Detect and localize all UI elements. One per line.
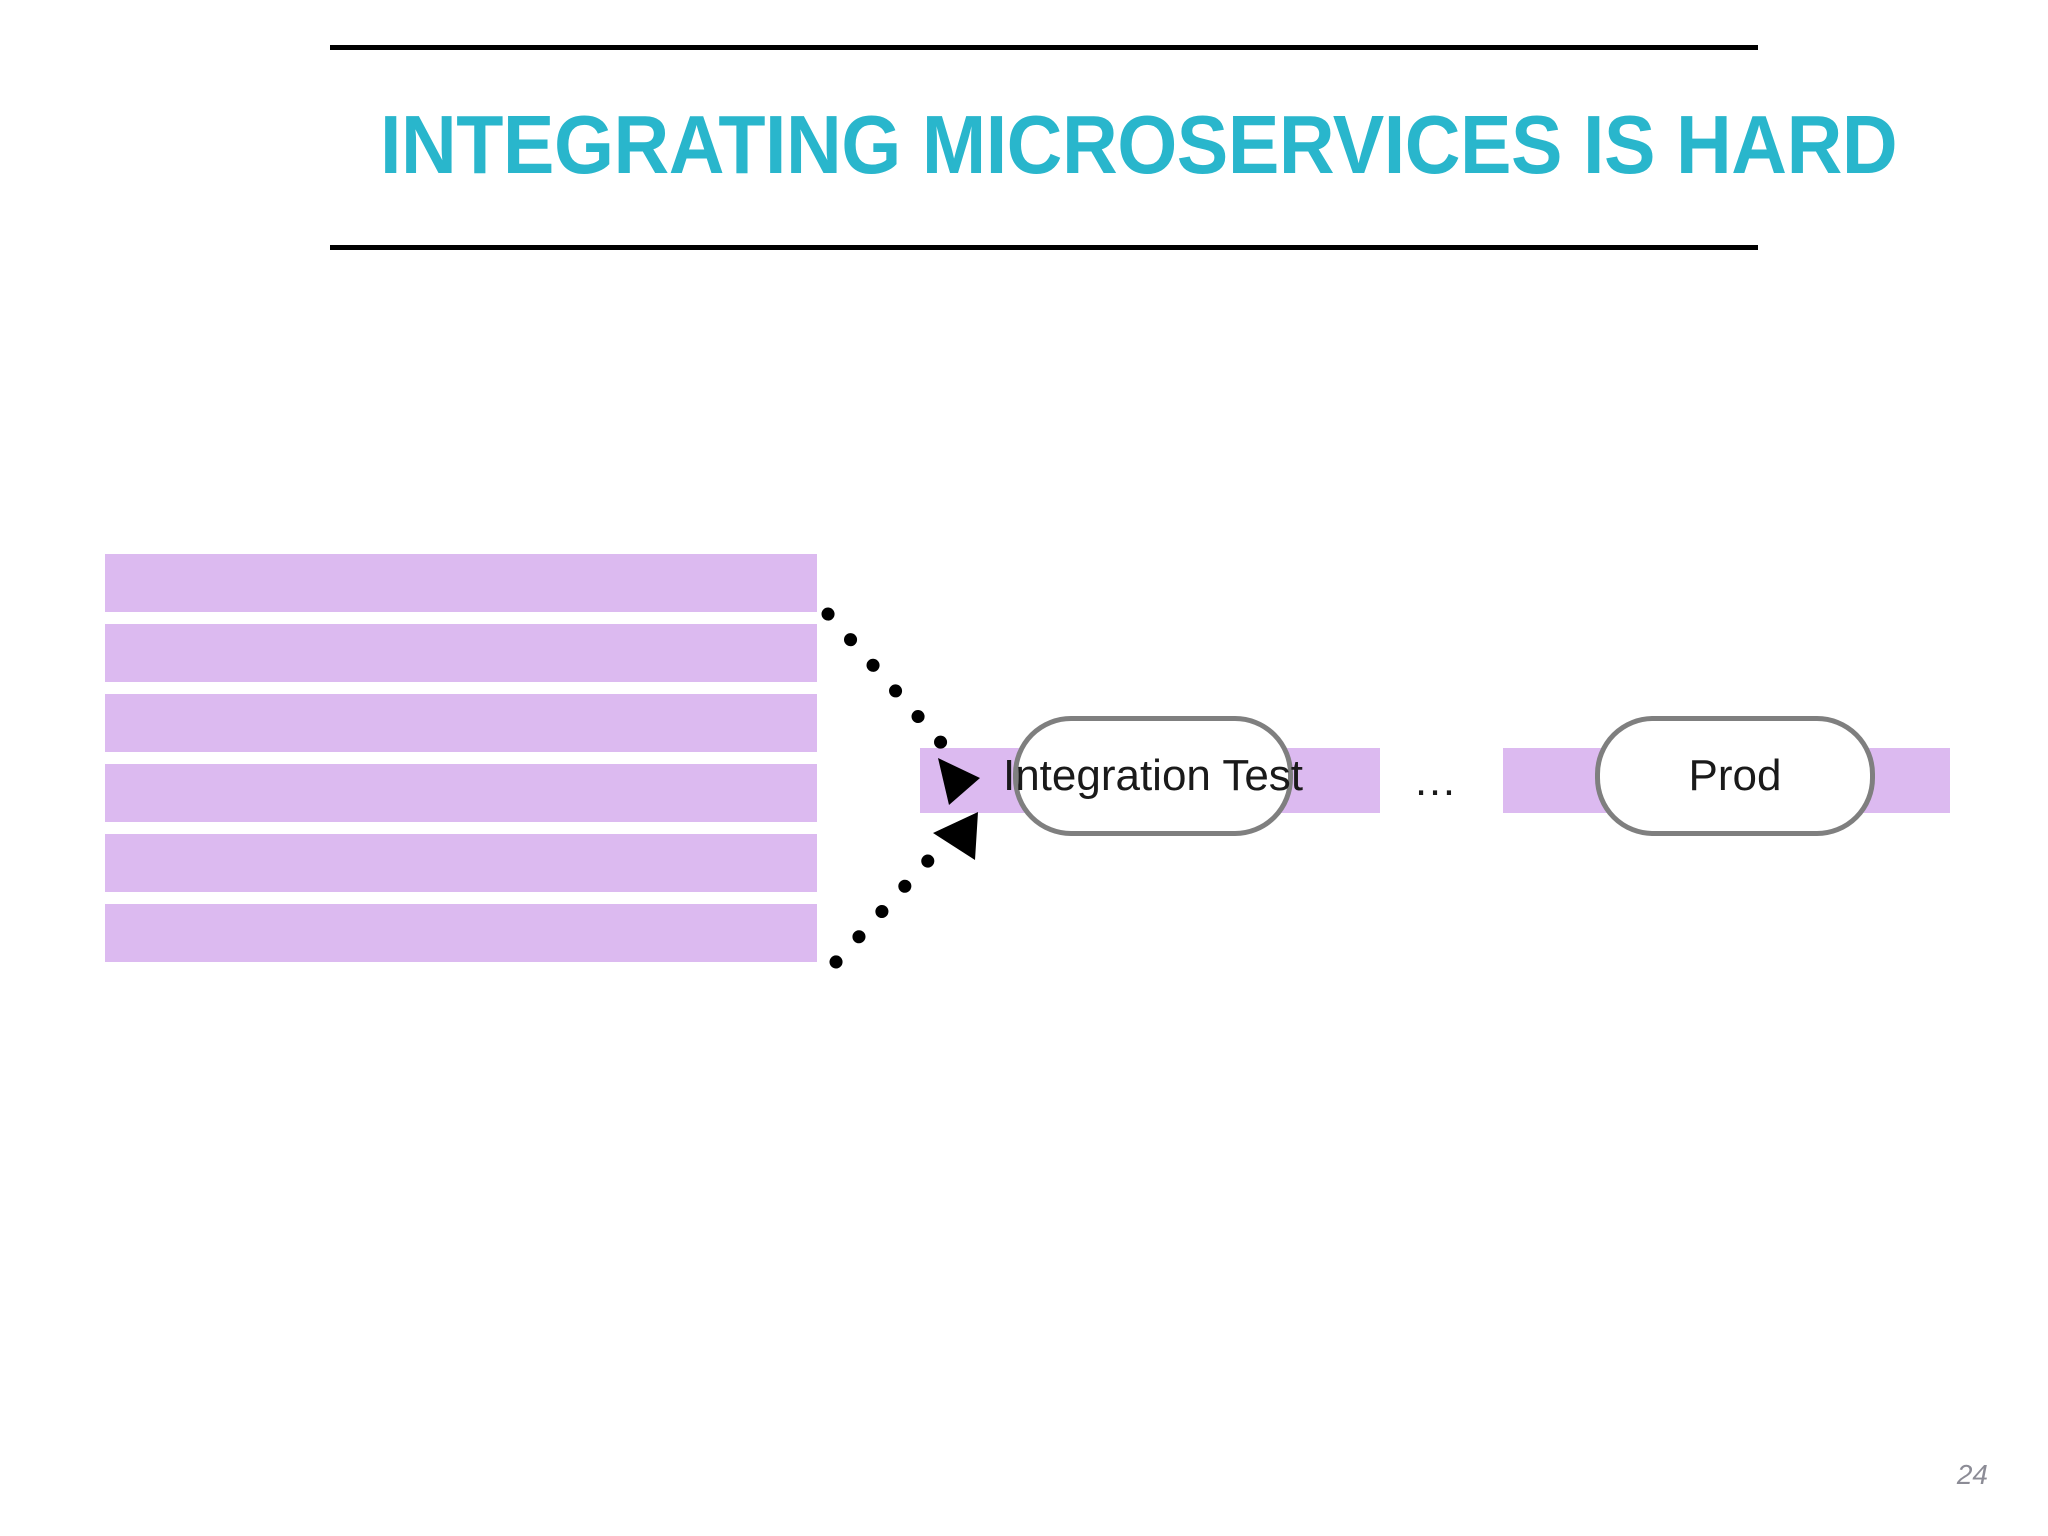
service-bar	[105, 624, 817, 682]
page-number: 24	[1956, 1459, 1988, 1490]
service-bar	[105, 904, 817, 962]
service-bar	[105, 834, 817, 892]
stage-prod[interactable]: Prod	[1595, 716, 1875, 836]
service-bar	[105, 554, 817, 612]
arrow-bottom-icon	[829, 812, 978, 969]
service-bar	[105, 764, 817, 822]
title-block: INTEGRATING MICROSERVICES IS HARD	[330, 45, 1898, 250]
service-bar	[105, 694, 817, 752]
pipeline-ellipsis: …	[1413, 756, 1457, 805]
title-rule-bottom	[330, 245, 1758, 250]
stage-prod-label: Prod	[1688, 751, 1782, 800]
stage-integration-test-label: Integration Test	[1002, 751, 1304, 800]
stage-integration-test[interactable]: Integration Test	[1003, 716, 1303, 836]
page-title: INTEGRATING MICROSERVICES IS HARD	[379, 98, 1898, 191]
title-rule-top	[330, 45, 1758, 50]
